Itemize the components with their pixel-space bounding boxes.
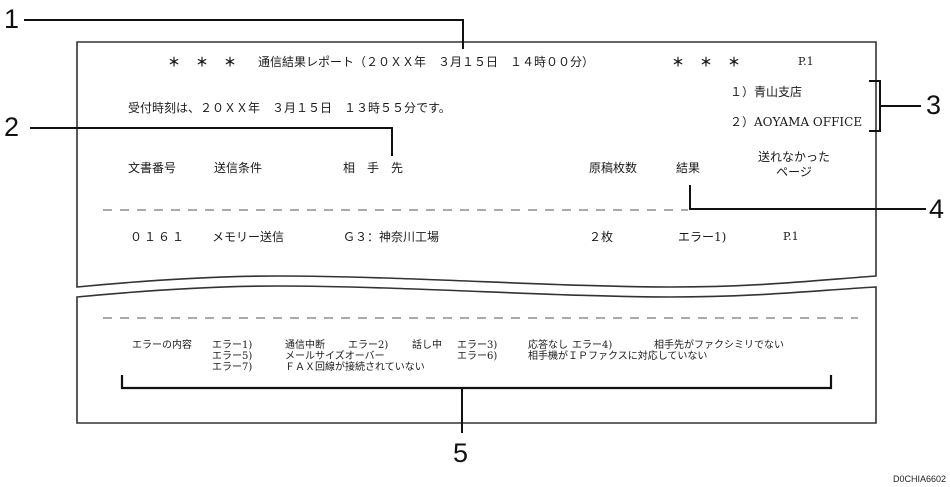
error-legend-label: エラーの内容 <box>132 340 192 351</box>
error-code-6: エラー6) <box>457 351 498 362</box>
sender-name-2: ２）AOYAMA OFFICE <box>730 115 863 129</box>
cell-result: エラー1) <box>678 230 727 244</box>
callout-1-leader <box>24 19 464 49</box>
cell-destination: Ｇ３：神奈川工場 <box>343 230 440 244</box>
error-code-3: エラー3) <box>457 340 498 351</box>
header-stars-right: ＊ ＊ ＊ <box>672 55 743 69</box>
received-time: 受付時刻は、２０ＸＸ年 ３月１５日 １３時５５分です。 <box>128 101 451 115</box>
callout-5-bracket <box>120 375 833 390</box>
error-text-6: 相手機がＩＰファクスに対応していない <box>528 351 708 362</box>
error-code-1: エラー1) <box>212 340 253 351</box>
error-text-3: 応答なし <box>528 340 568 351</box>
callout-number-5: 5 <box>453 438 469 468</box>
report-title: 通信結果レポート（２０ＸＸ年 ３月１５日 １４時００分） <box>258 55 595 69</box>
callout-number-3: 3 <box>926 90 942 120</box>
callout-number-4: 4 <box>929 194 945 224</box>
report-top-section <box>76 41 877 288</box>
error-text-7: ＦＡＸ回線が接続されていない <box>285 362 425 373</box>
cell-failed-pages: P.1 <box>783 230 799 243</box>
error-text-5: メールサイズオーバー <box>285 351 385 362</box>
cell-doc-no: ０１６１ <box>130 230 187 244</box>
column-header-failed-pages-line1: 送れなかった <box>757 150 830 164</box>
cell-pages: ２枚 <box>589 230 614 244</box>
error-code-5: エラー5) <box>212 351 253 362</box>
header-page-number: P.1 <box>798 55 814 68</box>
error-text-2: 話し中 <box>412 340 442 351</box>
header-stars-left: ＊ ＊ ＊ <box>168 55 239 69</box>
error-code-4: エラー4) <box>572 340 613 351</box>
cell-mode: メモリー送信 <box>212 230 285 244</box>
column-header-failed-pages-line2: ページ <box>776 165 812 179</box>
column-header-destination: 相 手 先 <box>343 161 404 175</box>
column-header-result: 結果 <box>676 161 701 175</box>
figure-code: D0CHIA6602 <box>892 474 946 484</box>
error-text-1: 通信中断 <box>285 340 325 351</box>
callout-number-1: 1 <box>4 4 20 34</box>
error-text-4: 相手先がファクシミリでない <box>654 340 784 351</box>
error-code-2: エラー2) <box>348 340 389 351</box>
column-header-pages: 原稿枚数 <box>589 161 638 175</box>
column-header-doc-no: 文書番号 <box>128 161 177 175</box>
callout-4-leader <box>689 185 926 210</box>
column-header-mode: 送信条件 <box>214 161 263 175</box>
callout-2-leader <box>30 127 393 156</box>
error-code-7: エラー7) <box>212 362 253 373</box>
sender-name-1: １）青山支店 <box>730 85 803 99</box>
callout-number-2: 2 <box>4 112 20 142</box>
